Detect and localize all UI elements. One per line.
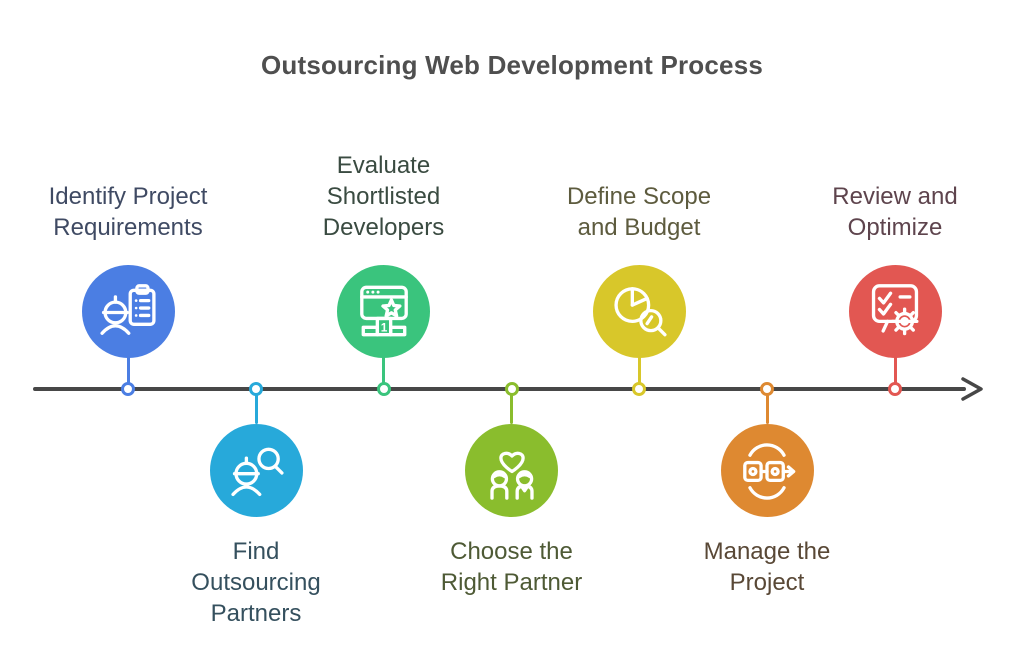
step-circle <box>592 264 686 358</box>
partners-heart-icon <box>475 433 549 507</box>
workflow-cycle-icon <box>730 433 804 507</box>
step-label: Choose the Right Partner <box>440 538 583 596</box>
timeline-step: Manage the Project <box>617 0 917 667</box>
person-search-icon <box>219 433 293 507</box>
step-circle <box>81 264 175 358</box>
page-title: Outsourcing Web Development Process <box>260 50 764 80</box>
step-circle <box>209 423 303 517</box>
step-circle: 1 <box>337 264 430 358</box>
step-connector <box>637 355 641 389</box>
timeline-step: Review and Optimize <box>745 0 1024 667</box>
step-connector <box>510 389 513 424</box>
timeline-axis <box>33 387 966 391</box>
step-label: Define Scope and Budget <box>566 183 712 241</box>
step-label: Identify Project Requirements <box>48 183 208 241</box>
step-circle <box>848 264 942 358</box>
step-connector <box>254 389 258 424</box>
timeline-step: Identify Project Requirements <box>0 0 278 667</box>
step-connector <box>893 355 897 389</box>
browser-ranking-icon: 1 <box>347 274 421 348</box>
timeline-arrowhead-icon <box>961 377 983 401</box>
svg-text:1: 1 <box>380 321 387 335</box>
timeline-step: Choose the Right Partner <box>362 0 662 667</box>
timeline-step: Find Outsourcing Partners <box>106 0 406 667</box>
step-label: Manage the Project <box>703 538 831 596</box>
step-label: Evaluate Shortlisted Developers <box>322 152 445 241</box>
step-connector <box>765 389 769 424</box>
step-label: Review and Optimize <box>832 183 958 241</box>
timeline-step: Define Scope and Budget <box>489 0 789 667</box>
engineer-clipboard-icon <box>91 274 165 348</box>
step-circle <box>720 423 814 517</box>
step-label: Find Outsourcing Partners <box>191 538 321 627</box>
checklist-gear-icon <box>858 274 932 348</box>
step-connector <box>126 355 130 389</box>
step-connector <box>382 355 385 389</box>
timeline-step: 1 Evaluate Shortlisted Developers <box>234 0 534 667</box>
step-circle <box>465 423 558 517</box>
pie-chart-magnifier-icon <box>602 274 676 348</box>
